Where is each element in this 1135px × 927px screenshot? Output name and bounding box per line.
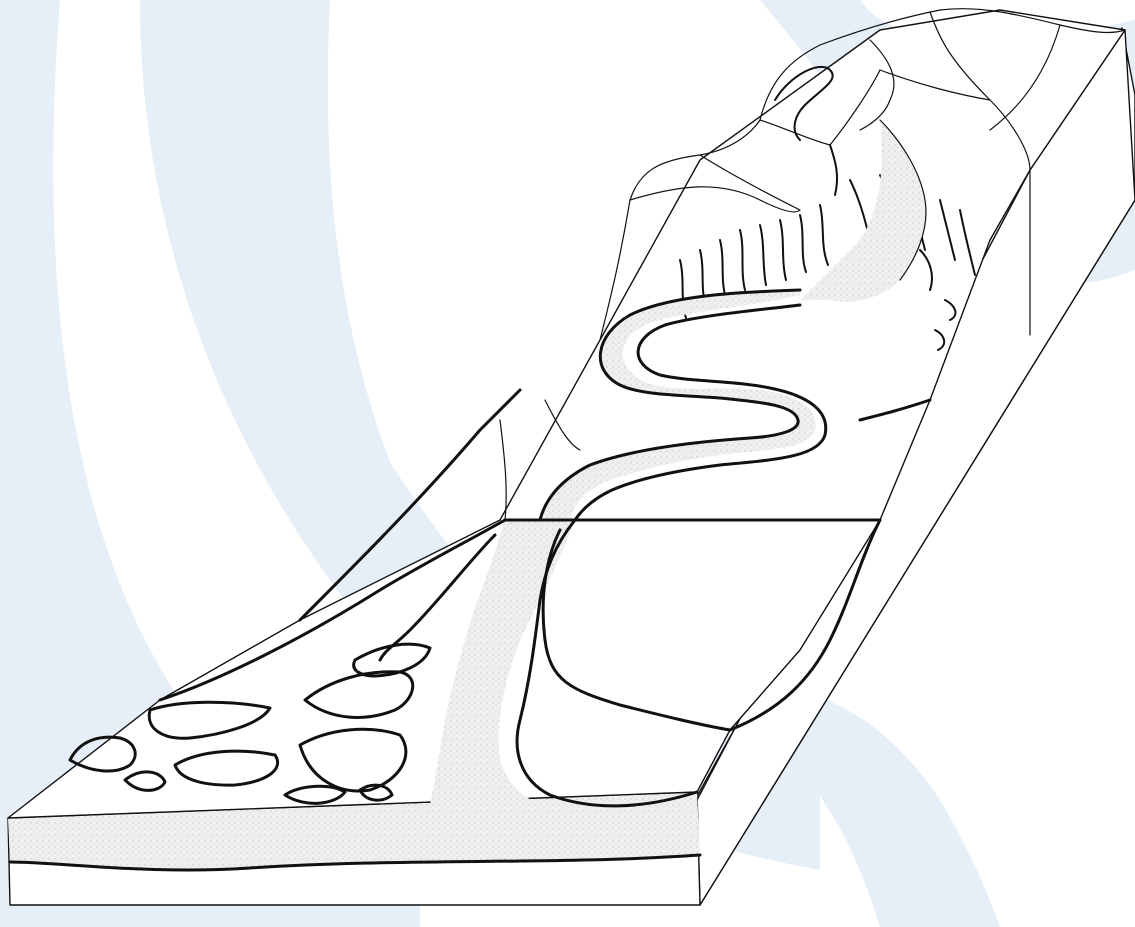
watermark-bottom-right [790, 690, 1000, 927]
